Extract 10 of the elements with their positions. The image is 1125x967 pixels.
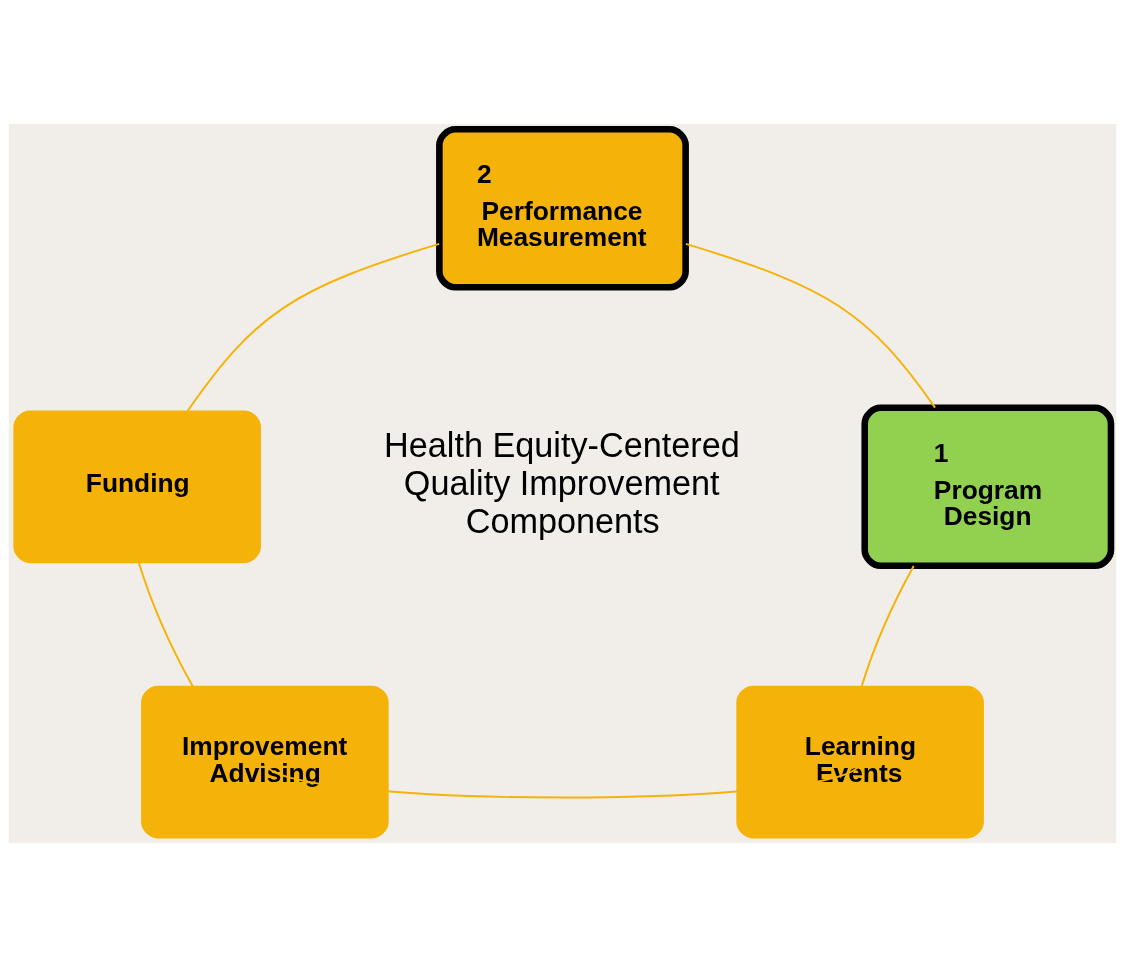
node-box: 2 Performance Measurement	[436, 126, 689, 291]
connector	[186, 242, 441, 413]
node-box: 1 Program Design	[861, 404, 1115, 570]
node-box: Learning Events	[736, 685, 984, 839]
connector	[684, 242, 936, 409]
node-box: Funding	[13, 410, 261, 564]
label: Health Equity-Centered Quality Improvement Components	[384, 425, 740, 541]
connector	[137, 561, 194, 688]
node-box: Improvement Advising	[141, 685, 389, 839]
connector	[860, 565, 915, 688]
